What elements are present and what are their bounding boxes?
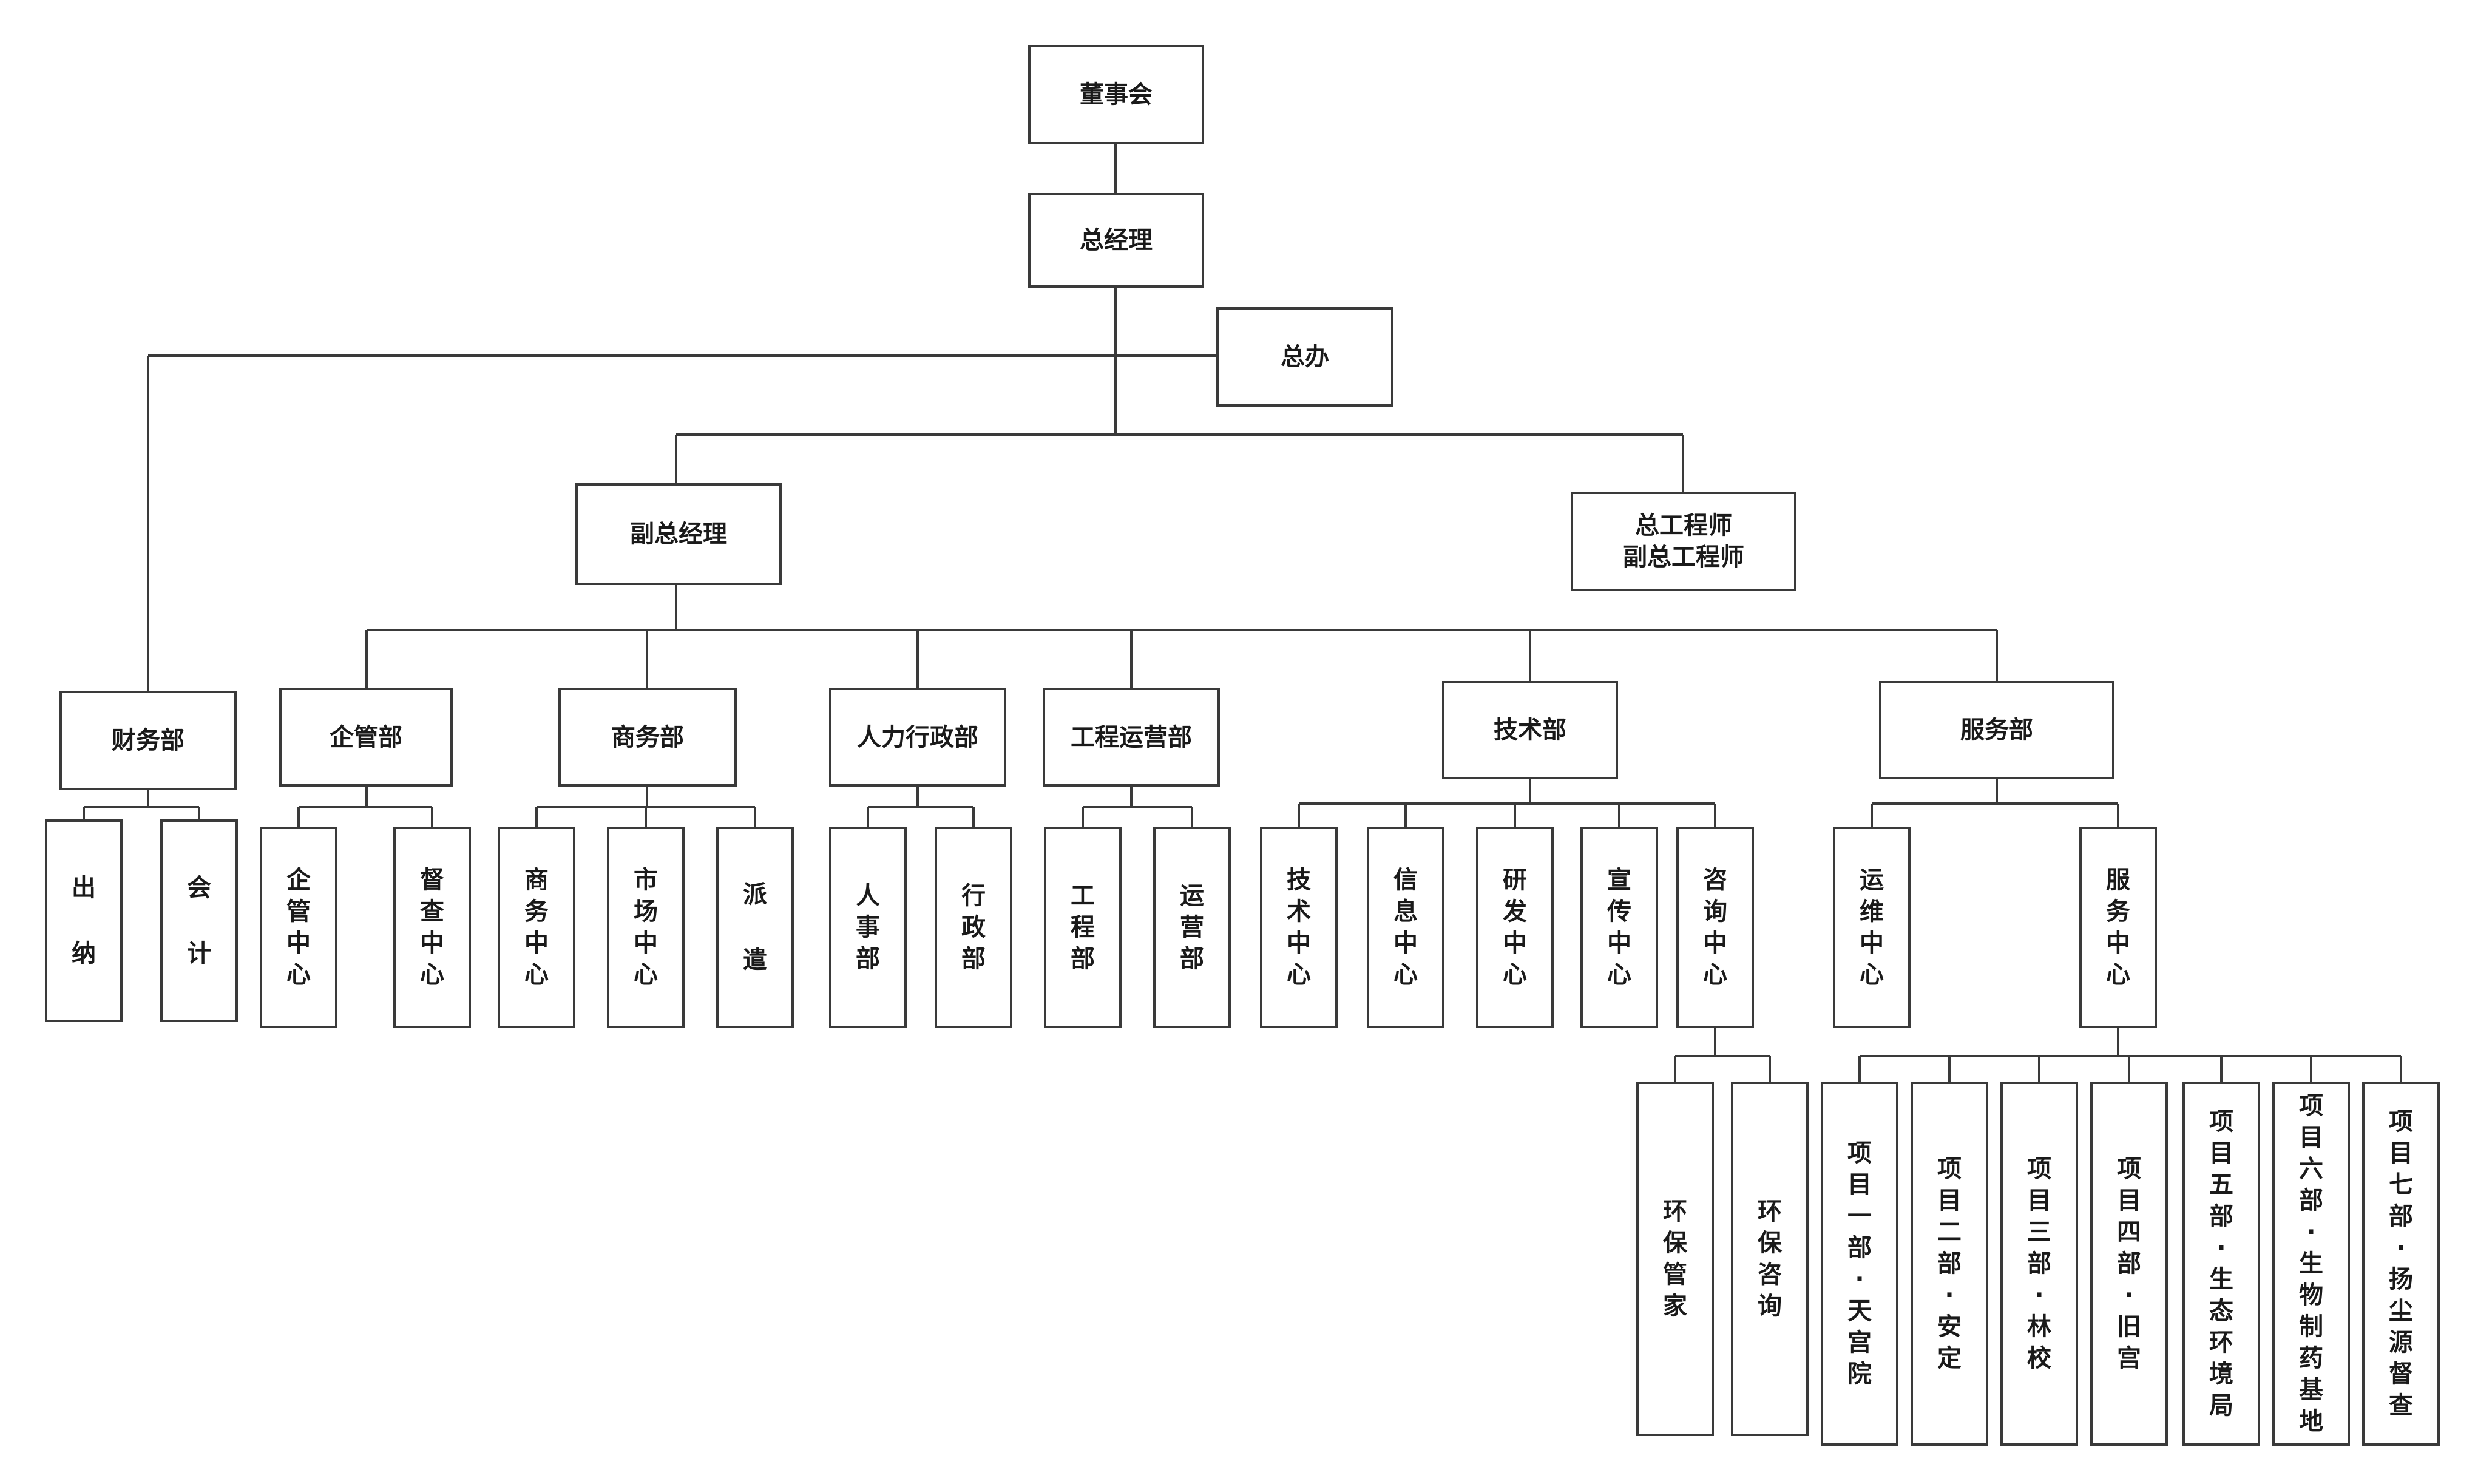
env-steward-node: 环保管家 bbox=[1636, 1082, 1714, 1436]
operations-dept-label: 运营部 bbox=[1180, 882, 1204, 973]
project-dept-5-node: 项目五部·生态环境局 bbox=[2182, 1082, 2260, 1446]
env-consulting-node: 环保咨询 bbox=[1731, 1082, 1809, 1436]
general-manager-node: 总经理 bbox=[1028, 193, 1204, 288]
service-dept-label: 服务部 bbox=[1960, 716, 2033, 744]
rnd-center-node: 研发中心 bbox=[1476, 827, 1554, 1028]
env-steward-label: 环保管家 bbox=[1663, 1198, 1687, 1320]
maintenance-center-label: 运维中心 bbox=[1860, 866, 1884, 989]
service-center-node: 服务中心 bbox=[2079, 827, 2157, 1028]
market-center-label: 市场中心 bbox=[634, 866, 658, 989]
board-label: 董事会 bbox=[1080, 81, 1153, 109]
enterprise-center-node: 企管中心 bbox=[260, 827, 337, 1028]
info-center-label: 信息中心 bbox=[1393, 866, 1418, 989]
project-dept-3-label: 项目三部·林校 bbox=[2027, 1155, 2051, 1372]
enterprise-dept-label: 企管部 bbox=[330, 723, 402, 751]
project-dept-4-node: 项目四部·旧宫 bbox=[2090, 1082, 2168, 1446]
project-dept-3-node: 项目三部·林校 bbox=[2000, 1082, 2078, 1446]
finance-dept-label: 财务部 bbox=[112, 727, 185, 754]
chief-engineer-label: 总工程师 副总工程师 bbox=[1623, 512, 1744, 571]
maintenance-center-node: 运维中心 bbox=[1833, 827, 1911, 1028]
project-dept-7-label: 项目七部·扬尘源督查 bbox=[2389, 1108, 2413, 1420]
consulting-center-node: 咨询中心 bbox=[1676, 827, 1754, 1028]
cashier-label: 出纳 bbox=[72, 874, 96, 967]
market-center-node: 市场中心 bbox=[607, 827, 685, 1028]
finance-dept-node: 财务部 bbox=[59, 691, 237, 790]
cashier-node: 出纳 bbox=[45, 819, 123, 1022]
enterprise-dept-node: 企管部 bbox=[279, 688, 453, 787]
general-office-node: 总办 bbox=[1216, 307, 1393, 407]
admin-dept-label: 行政部 bbox=[961, 882, 986, 973]
publicity-center-node: 宣传中心 bbox=[1580, 827, 1658, 1028]
project-dept-2-label: 项目二部·安定 bbox=[1937, 1155, 1962, 1372]
tech-center-node: 技术中心 bbox=[1260, 827, 1338, 1028]
project-dept-2-node: 项目二部·安定 bbox=[1911, 1082, 1988, 1446]
project-dept-6-node: 项目六部·生物制药基地 bbox=[2272, 1082, 2350, 1446]
deputy-general-manager-node: 副总经理 bbox=[575, 483, 782, 585]
chief-engineer-node: 总工程师 副总工程师 bbox=[1571, 492, 1796, 591]
hr-admin-dept-node: 人力行政部 bbox=[829, 688, 1006, 787]
project-dept-4-label: 项目四部·旧宫 bbox=[2117, 1155, 2141, 1372]
accounting-node: 会计 bbox=[160, 819, 238, 1022]
admin-dept-node: 行政部 bbox=[935, 827, 1012, 1028]
service-dept-node: 服务部 bbox=[1879, 681, 2114, 779]
supervision-center-label: 督查中心 bbox=[420, 866, 444, 989]
technology-dept-node: 技术部 bbox=[1442, 681, 1618, 779]
tech-center-label: 技术中心 bbox=[1287, 866, 1311, 989]
dispatch-label: 派遣 bbox=[743, 881, 767, 974]
accounting-label: 会计 bbox=[187, 874, 211, 967]
engineering-ops-dept-node: 工程运营部 bbox=[1043, 688, 1220, 787]
commerce-center-label: 商务中心 bbox=[524, 866, 549, 989]
info-center-node: 信息中心 bbox=[1367, 827, 1444, 1028]
supervision-center-node: 督查中心 bbox=[393, 827, 471, 1028]
engineering-dept-node: 工程部 bbox=[1044, 827, 1122, 1028]
business-dept-label: 商务部 bbox=[611, 723, 684, 751]
engineering-dept-label: 工程部 bbox=[1071, 882, 1095, 973]
rnd-center-label: 研发中心 bbox=[1503, 866, 1527, 989]
env-consulting-label: 环保咨询 bbox=[1758, 1198, 1782, 1320]
consulting-center-label: 咨询中心 bbox=[1703, 866, 1727, 989]
service-center-label: 服务中心 bbox=[2106, 866, 2130, 989]
general-office-label: 总办 bbox=[1281, 343, 1329, 371]
board-node: 董事会 bbox=[1028, 45, 1204, 144]
project-dept-6-label: 项目六部·生物制药基地 bbox=[2299, 1092, 2323, 1435]
personnel-dept-label: 人事部 bbox=[856, 882, 880, 973]
business-dept-node: 商务部 bbox=[558, 688, 737, 787]
project-dept-5-label: 项目五部·生态环境局 bbox=[2209, 1108, 2233, 1420]
project-dept-1-node: 项目一部·天宫院 bbox=[1821, 1082, 1898, 1446]
commerce-center-node: 商务中心 bbox=[498, 827, 575, 1028]
general-manager-label: 总经理 bbox=[1080, 226, 1153, 254]
hr-admin-dept-label: 人力行政部 bbox=[857, 723, 978, 751]
engineering-ops-dept-label: 工程运营部 bbox=[1071, 723, 1192, 751]
project-dept-1-label: 项目一部·天宫院 bbox=[1847, 1139, 1872, 1388]
deputy-general-manager-label: 副总经理 bbox=[630, 520, 727, 548]
enterprise-center-label: 企管中心 bbox=[286, 866, 311, 989]
dispatch-node: 派遣 bbox=[716, 827, 794, 1028]
project-dept-7-node: 项目七部·扬尘源督查 bbox=[2362, 1082, 2440, 1446]
personnel-dept-node: 人事部 bbox=[829, 827, 907, 1028]
technology-dept-label: 技术部 bbox=[1494, 716, 1566, 744]
operations-dept-node: 运营部 bbox=[1153, 827, 1231, 1028]
publicity-center-label: 宣传中心 bbox=[1607, 866, 1631, 989]
